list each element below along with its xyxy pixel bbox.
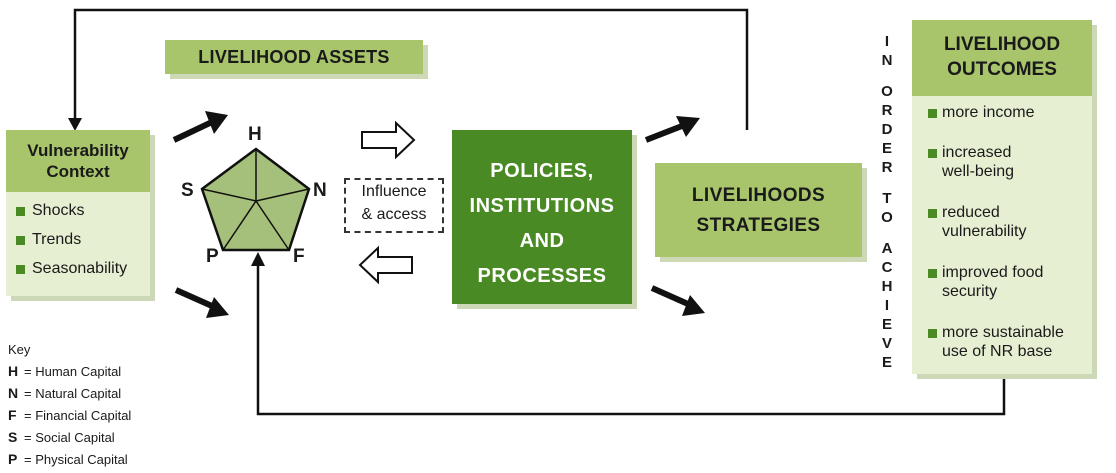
key-title: Key (8, 342, 31, 357)
bullet-icon (16, 265, 25, 274)
strategies-line-2: STRATEGIES (696, 215, 821, 236)
outcome-item: improved food security (942, 263, 1043, 301)
vertical-letter: O (881, 83, 893, 100)
key-text: = Social Capital (24, 430, 115, 445)
outcome-item: increased well-being (942, 143, 1014, 181)
outcome-line: improved food (942, 264, 1044, 281)
arrow-policies-to-lower (650, 285, 705, 316)
bullet-icon (928, 209, 937, 218)
outcome-line: security (942, 283, 998, 300)
vulnerability-item-trends: Trends (32, 231, 82, 248)
bullet-icon (928, 329, 937, 338)
bullet-icon (16, 236, 25, 245)
livelihoods-strategies-box: LIVELIHOODS STRATEGIES (655, 163, 862, 257)
key-letter: S (8, 429, 18, 445)
vertical-letter: E (881, 140, 892, 157)
vertical-letter: I (884, 33, 890, 50)
vertical-letter: A (881, 240, 893, 257)
bullet-icon (928, 109, 937, 118)
vulnerability-context-box: Vulnerability Context Shocks Trends Seas… (6, 130, 150, 296)
feedback-loop-bottom (256, 262, 1006, 416)
bullet-icon (928, 269, 937, 278)
outcome-line: increased (942, 144, 1012, 161)
livelihood-outcomes-header: LIVELIHOOD OUTCOMES (912, 20, 1092, 96)
outcome-line: reduced (942, 204, 1000, 221)
arrow-policies-to-strategies (644, 116, 700, 143)
feedback-loop-bottom-arrowhead (251, 252, 265, 266)
key-entry-f: F = Financial Capital (8, 407, 131, 423)
key-entry-n: N = Natural Capital (8, 385, 121, 401)
policies-line-2: INSTITUTIONS (469, 195, 615, 217)
outcome-line: well-being (942, 163, 1015, 180)
key-text: = Natural Capital (24, 386, 122, 401)
pentagon-label-n: N (313, 180, 327, 201)
key-entry-s: S = Social Capital (8, 429, 115, 445)
vertical-letter: I (884, 297, 890, 314)
influence-line: Influence (361, 183, 427, 200)
vertical-letter: H (881, 278, 893, 295)
key-text: = Human Capital (24, 364, 122, 379)
access-line: & access (361, 206, 427, 223)
influence-access-box: Influence & access (344, 178, 444, 233)
vertical-letter: N (881, 52, 893, 69)
key-letter: F (8, 407, 17, 423)
pentagon-label-p: P (206, 246, 219, 267)
policies-line-1: POLICIES, (490, 160, 594, 182)
key-letter: N (8, 385, 19, 401)
vertical-letter: R (881, 159, 893, 176)
strategies-line-1: LIVELIHOODS (691, 185, 826, 206)
policies-line-3: AND (519, 230, 565, 252)
pentagon-label-h: H (248, 124, 262, 145)
vertical-letter: C (881, 259, 893, 276)
hollow-arrow-left (358, 245, 413, 285)
feedback-loop-top-arrowhead (68, 118, 82, 131)
livelihood-outcomes-box: LIVELIHOOD OUTCOMES more income increase… (912, 20, 1092, 374)
pentagon-label-s: S (181, 180, 194, 201)
vertical-letter: R (881, 102, 893, 119)
outcome-item: more income (942, 103, 1034, 122)
vertical-letter: D (881, 121, 893, 138)
bullet-icon (16, 207, 25, 216)
vertical-letter: E (881, 354, 892, 371)
vulnerability-context-title: Vulnerability Context (27, 141, 129, 181)
vulnerability-item-seasonability: Seasonability (32, 260, 128, 277)
vulnerability-context-header: Vulnerability Context (6, 130, 150, 192)
arrow-vc-to-lower (174, 287, 229, 318)
vertical-letter: E (881, 316, 892, 333)
vertical-letter: O (881, 209, 893, 226)
key-entry-p: P = Physical Capital (8, 451, 128, 467)
key-entry-h: H = Human Capital (8, 363, 121, 379)
bullet-icon (928, 149, 937, 158)
outcome-item: reduced vulnerability (942, 203, 1026, 241)
outcome-line: more income (942, 104, 1035, 121)
key-letter: P (8, 451, 18, 467)
key-text: = Financial Capital (24, 408, 132, 423)
outcomes-title-line-1: LIVELIHOOD (943, 34, 1061, 55)
vulnerability-item-shocks: Shocks (32, 202, 85, 219)
livelihood-assets-label: LIVELIHOOD ASSETS (165, 40, 423, 74)
key-letter: H (8, 363, 19, 379)
outcome-line: use of NR base (942, 343, 1053, 360)
pentagon-label-f: F (293, 246, 305, 267)
outcome-item: more sustainable use of NR base (942, 323, 1064, 361)
hollow-arrow-right (361, 120, 416, 160)
feedback-loop-top (73, 8, 749, 130)
outcomes-title-line-2: OUTCOMES (947, 59, 1057, 80)
vertical-letter: V (881, 335, 892, 352)
vertical-letter: T (882, 190, 892, 207)
in-order-to-achieve-text: I N O R D E R T O A C H I E V E (876, 32, 898, 372)
policies-institutions-processes-box: POLICIES, INSTITUTIONS AND PROCESSES (452, 130, 632, 304)
outcome-line: more sustainable (942, 324, 1064, 341)
arrow-vc-to-assets (172, 111, 228, 143)
outcome-line: vulnerability (942, 223, 1027, 240)
asset-pentagon (200, 147, 311, 252)
policies-line-4: PROCESSES (477, 265, 607, 287)
key-text: = Physical Capital (24, 452, 128, 467)
